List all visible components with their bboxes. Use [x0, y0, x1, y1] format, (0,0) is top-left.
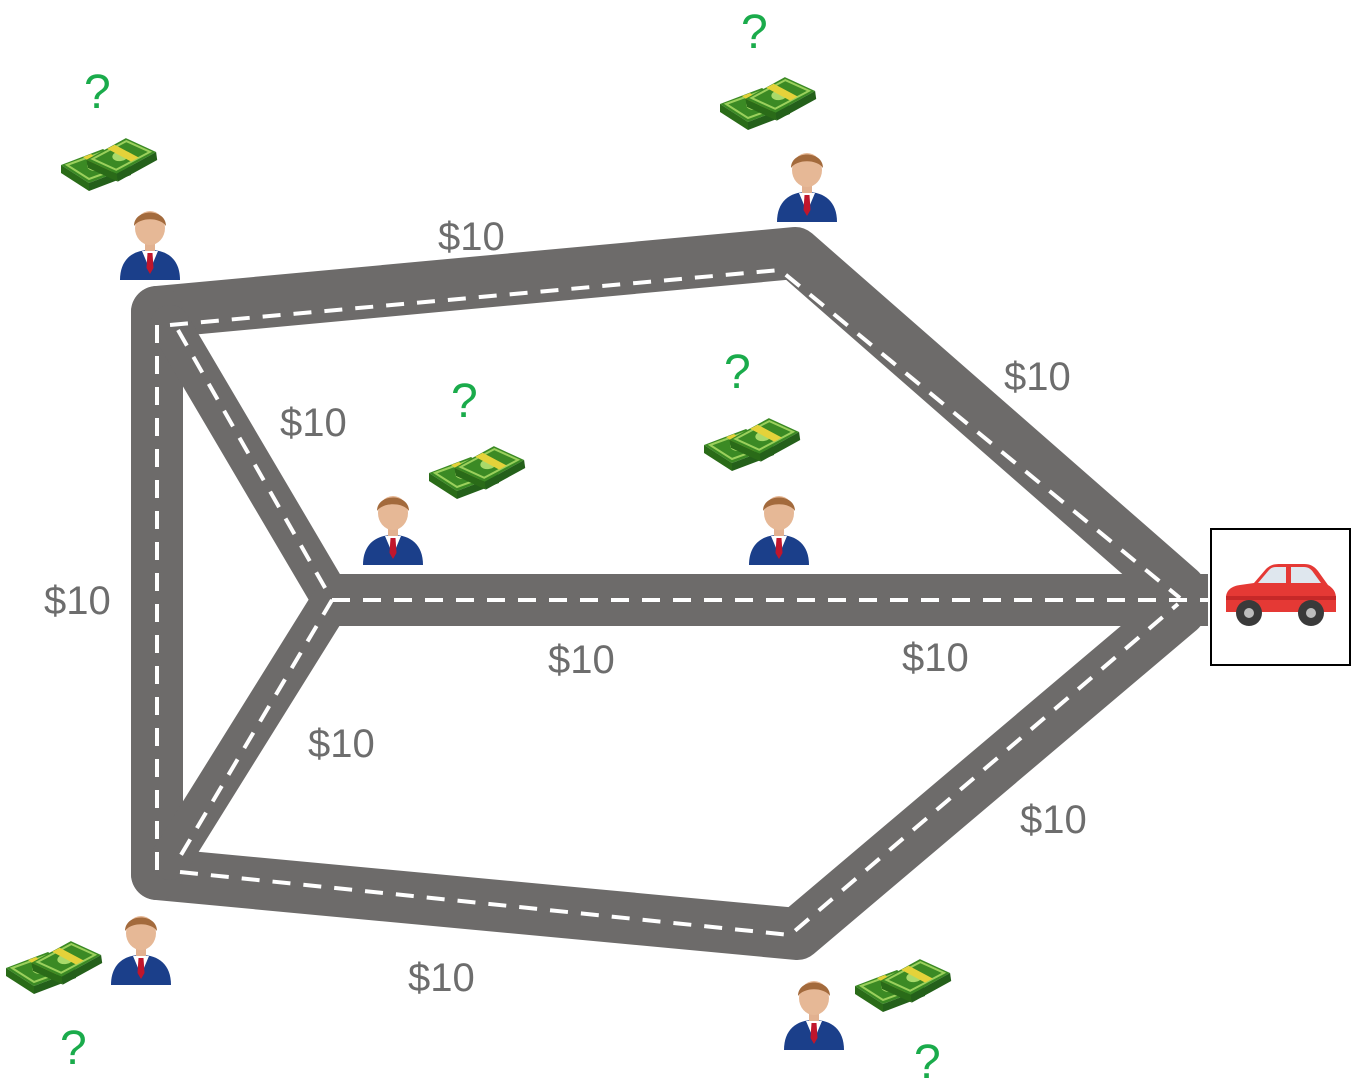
question-mark-top-right: ? [741, 6, 768, 59]
roads [131, 227, 1208, 960]
cost-label-middle-right: $10 [902, 636, 969, 680]
cost-label-diag-upper: $10 [280, 401, 347, 445]
question-mark-center-left: ? [451, 375, 478, 428]
money-icon-bottom-left [6, 937, 104, 994]
person-icon-center-left [363, 496, 423, 565]
money-icon-top-left [61, 134, 159, 191]
car-icon [1226, 564, 1336, 626]
person-icon-top-left [120, 211, 180, 280]
cost-label-left: $10 [44, 579, 111, 623]
person-icon-bottom-right [784, 981, 844, 1050]
person-icon-top-right [777, 153, 837, 222]
cost-label-diag-lower: $10 [308, 722, 375, 766]
road-top [131, 227, 1206, 616]
question-mark-center-right: ? [724, 346, 751, 399]
destination-box [1210, 528, 1351, 666]
lane-markings [155, 267, 1208, 938]
question-mark-top-left: ? [84, 66, 111, 119]
cost-label-middle-left: $10 [548, 638, 615, 682]
cost-label-top: $10 [438, 215, 505, 259]
cost-label-top-right: $10 [1004, 355, 1071, 399]
cost-label-bottom-right: $10 [1020, 798, 1087, 842]
money-icon-top-right [720, 73, 818, 130]
money-icon-center-left [429, 442, 527, 499]
money-icon-center-right [704, 414, 802, 471]
road-diag-lower [150, 580, 352, 880]
person-icon-bottom-left [111, 916, 171, 985]
question-mark-bottom-right: ? [914, 1036, 941, 1088]
question-mark-bottom-left: ? [60, 1022, 87, 1075]
money-icon-bottom-right [855, 955, 953, 1012]
cost-label-bottom: $10 [408, 956, 475, 1000]
person-icon-center-right [749, 496, 809, 565]
cost-labels: $10 $10 $10 $10 $10 $10 $10 $10 $10 [44, 215, 1087, 1000]
question-marks: ? ? ? ? ? ? [60, 6, 941, 1088]
road-bottom [131, 584, 1206, 960]
